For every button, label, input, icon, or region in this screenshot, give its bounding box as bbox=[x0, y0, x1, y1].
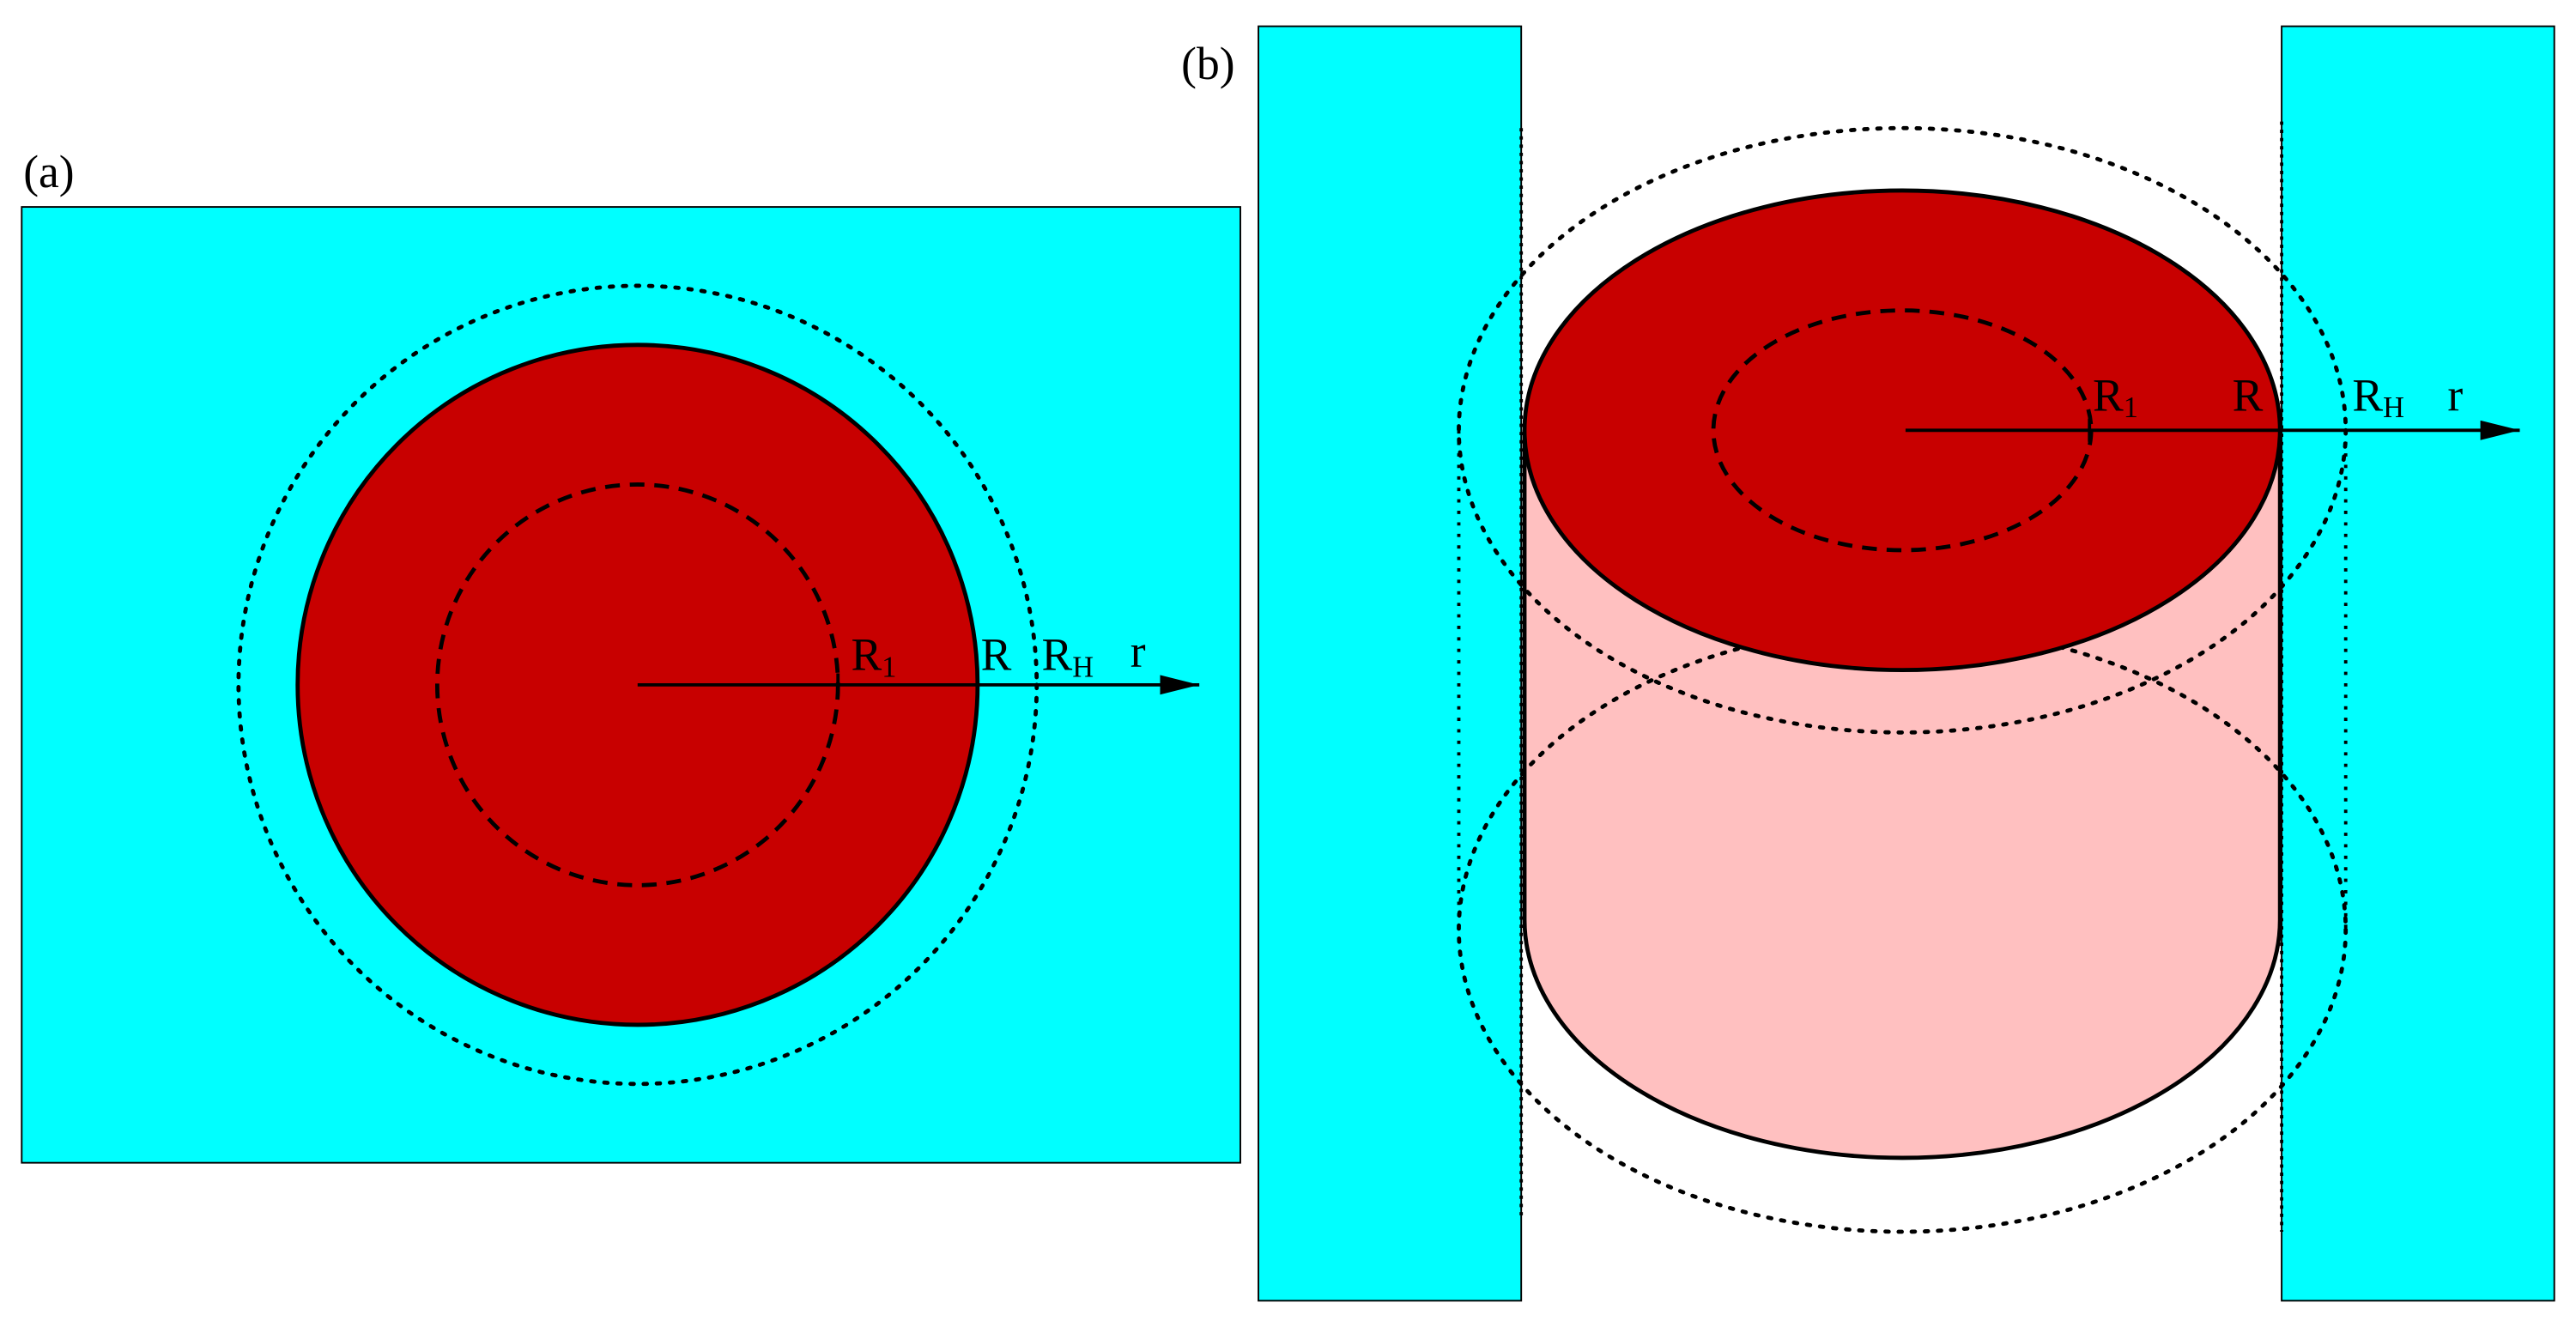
panel-b-right-slab bbox=[2281, 25, 2555, 1302]
panel-b-label-r1: R1 bbox=[2093, 369, 2138, 424]
panel-b-tag: (b) bbox=[1181, 38, 1234, 89]
panel-b-label-axis: r bbox=[2447, 369, 2463, 421]
panel-b-cylinder-bottom-edge bbox=[1522, 919, 2282, 1160]
panel-a-label-r1: R1 bbox=[852, 629, 897, 684]
panel-b-left-slab bbox=[1258, 25, 1523, 1302]
panel-b-label-rh: RH bbox=[2352, 369, 2404, 424]
panel-b: (b) R1 R RH r bbox=[1181, 25, 2555, 1302]
panel-a-label-rh: RH bbox=[1041, 629, 1094, 684]
panel-a-tag: (a) bbox=[23, 146, 74, 197]
panel-a: (a) R1 R RH r bbox=[21, 146, 1241, 1164]
panel-b-label-r: R bbox=[2233, 369, 2264, 421]
panel-a-label-axis: r bbox=[1130, 626, 1146, 677]
panel-a-label-r: R bbox=[981, 629, 1012, 681]
